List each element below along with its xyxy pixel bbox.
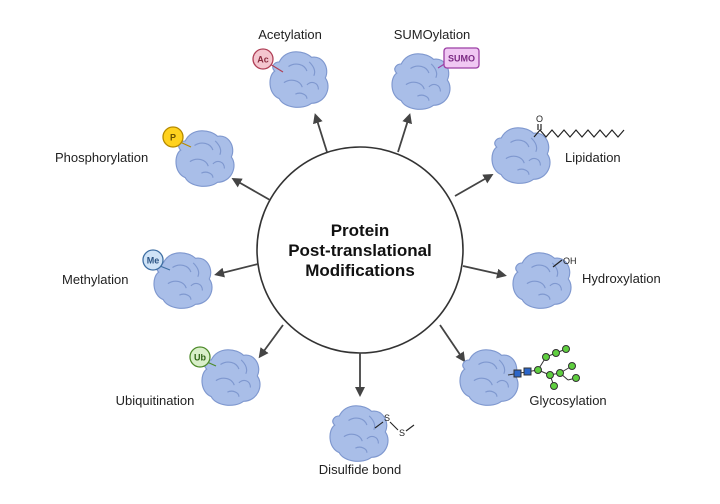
glycan-circle — [534, 366, 542, 374]
glycan-circle — [562, 345, 570, 353]
arrow-methylation — [214, 263, 259, 278]
hydroxyl-group: OH — [563, 256, 577, 266]
phosphate-badge-text: P — [170, 133, 176, 143]
protein-icon — [269, 51, 329, 108]
sumo-badge — [443, 47, 480, 69]
node-acetylation: Ac Acetylation — [252, 27, 329, 108]
glycan-square — [523, 367, 532, 376]
label-hydroxylation: Hydroxylation — [582, 271, 661, 286]
label-phosphorylation: Phosphorylation — [55, 150, 148, 165]
center-title-line-2: Post-translational — [288, 241, 432, 260]
label-sumoylation: SUMOylation — [394, 27, 471, 42]
glycan-circle — [546, 371, 554, 379]
glycan-circle — [568, 362, 576, 370]
protein-icon — [201, 349, 261, 406]
label-methylation: Methylation — [62, 272, 128, 287]
protein-icon — [175, 130, 235, 187]
node-phosphorylation: P Phosphorylation — [55, 126, 235, 187]
node-disulfide: S S Disulfide bond — [319, 405, 415, 477]
protein-icon — [329, 405, 389, 462]
arrow-glycosylation — [439, 324, 466, 363]
label-disulfide-bond: Disulfide bond — [319, 462, 401, 477]
arrow-phosphorylation — [231, 178, 271, 201]
glycan-circle — [550, 382, 558, 390]
protein-icon — [459, 349, 519, 406]
lipid-oxygen: O — [536, 114, 543, 124]
glycan-circle — [542, 353, 550, 361]
ubiquitin-badge — [189, 346, 211, 368]
node-hydroxylation: OH Hydroxylation — [512, 252, 661, 309]
center-title-line-3: Modifications — [305, 261, 415, 280]
glycan-chain — [507, 345, 580, 390]
glycan-square — [513, 369, 522, 378]
lipid-chain — [533, 129, 625, 138]
acetyl-badge-text: Ac — [257, 55, 269, 65]
arrow-ubiquitination — [258, 324, 284, 359]
glycan-circle — [552, 349, 560, 357]
methyl-badge — [142, 249, 164, 271]
center-title-line-1: Protein — [331, 221, 390, 240]
node-glycosylation: Glycosylation — [459, 345, 607, 408]
protein-icon — [391, 53, 451, 110]
label-lipidation: Lipidation — [565, 150, 621, 165]
methyl-badge-text: Me — [147, 256, 160, 266]
node-lipidation: O Lipidation — [491, 114, 625, 184]
node-sumoylation: SUMO SUMOylation — [391, 27, 480, 110]
arrow-hydroxylation — [462, 265, 507, 279]
label-acetylation: Acetylation — [258, 27, 322, 42]
glycan-circle — [556, 369, 564, 377]
node-ubiquitination: Ub Ubiquitination — [116, 346, 261, 408]
arrow-sumoylation — [397, 113, 412, 153]
phosphate-badge — [162, 126, 184, 148]
arrow-acetylation — [313, 113, 328, 153]
glycan-circle — [572, 374, 580, 382]
arrow-lipidation — [454, 174, 494, 197]
sulfur-1: S — [384, 413, 390, 423]
label-glycosylation: Glycosylation — [529, 393, 606, 408]
acetyl-badge — [252, 48, 274, 70]
sumo-badge-text: SUMO — [448, 54, 475, 64]
node-methylation: Me Methylation — [62, 249, 213, 309]
protein-icon — [491, 127, 551, 184]
sulfur-2: S — [399, 428, 405, 438]
arrows — [214, 113, 507, 397]
ubiquitin-badge-text: Ub — [194, 353, 206, 363]
label-ubiquitination: Ubiquitination — [116, 393, 195, 408]
